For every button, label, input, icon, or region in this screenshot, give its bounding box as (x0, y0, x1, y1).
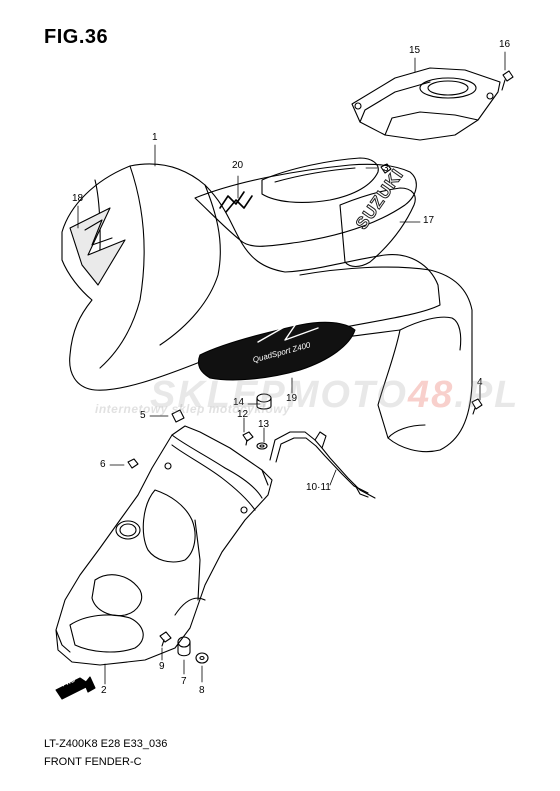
part-12-bolt (242, 431, 254, 446)
figure-title: FIG.36 (44, 26, 109, 48)
callout-10-11: 10·11 (306, 482, 331, 493)
callout-6: 6 (100, 459, 106, 470)
watermark-accent: 48 (408, 374, 455, 416)
callout-16: 16 (499, 39, 511, 50)
part-8-washer (195, 652, 209, 664)
callout-7: 7 (181, 676, 187, 687)
part-17-side-panel (339, 187, 416, 268)
part-10-11-bracket (269, 431, 376, 499)
callout-12: 12 (237, 409, 249, 420)
fender-rear-sweep (289, 266, 473, 453)
part-3-screw (380, 163, 392, 174)
part-20-top-panel (194, 163, 417, 247)
part-6-screw (127, 458, 139, 469)
part-2-inner-fender (55, 425, 273, 666)
part-9-bolt (159, 631, 172, 647)
callout-9: 9 (159, 661, 165, 672)
callout-4: 4 (477, 377, 483, 388)
callout-14: 14 (233, 397, 245, 408)
diagram-caption: FRONT FENDER-C (44, 756, 142, 768)
callout-20: 20 (232, 160, 244, 171)
part-13-washer (256, 442, 268, 450)
callout-8: 8 (199, 685, 205, 696)
forward-arrow (55, 676, 96, 700)
part-1-front-fender-body (61, 163, 441, 391)
part-4-bolt (471, 398, 483, 415)
watermark-right: .PL (454, 374, 520, 416)
part-7-cushion (177, 636, 191, 657)
part-16-screw (501, 70, 514, 91)
callout-2: 2 (101, 685, 107, 696)
seat-opening (261, 157, 379, 203)
part-19-side-decal (197, 317, 356, 381)
part-14-grommet (256, 393, 272, 410)
watermark-logo: SKLEPMOTO48.PL (150, 374, 519, 417)
callout-19: 19 (286, 393, 298, 404)
leader-lines (77, 51, 506, 685)
callout-18: 18 (72, 193, 84, 204)
model-code: LT-Z400K8 E28 E33_036 (44, 738, 168, 750)
callout-3: 3 (383, 163, 389, 174)
callout-13: 13 (258, 419, 270, 430)
callout-15: 15 (409, 45, 421, 56)
callout-5: 5 (140, 410, 146, 421)
watermark-tagline: internetowy sklep motocyklowy (95, 402, 291, 416)
callout-1: 1 (152, 132, 158, 143)
part-15-inner-cover (351, 67, 501, 141)
callout-17: 17 (423, 215, 435, 226)
part-5-clip (171, 409, 185, 423)
watermark-left: SKLEPMOTO (150, 374, 408, 416)
